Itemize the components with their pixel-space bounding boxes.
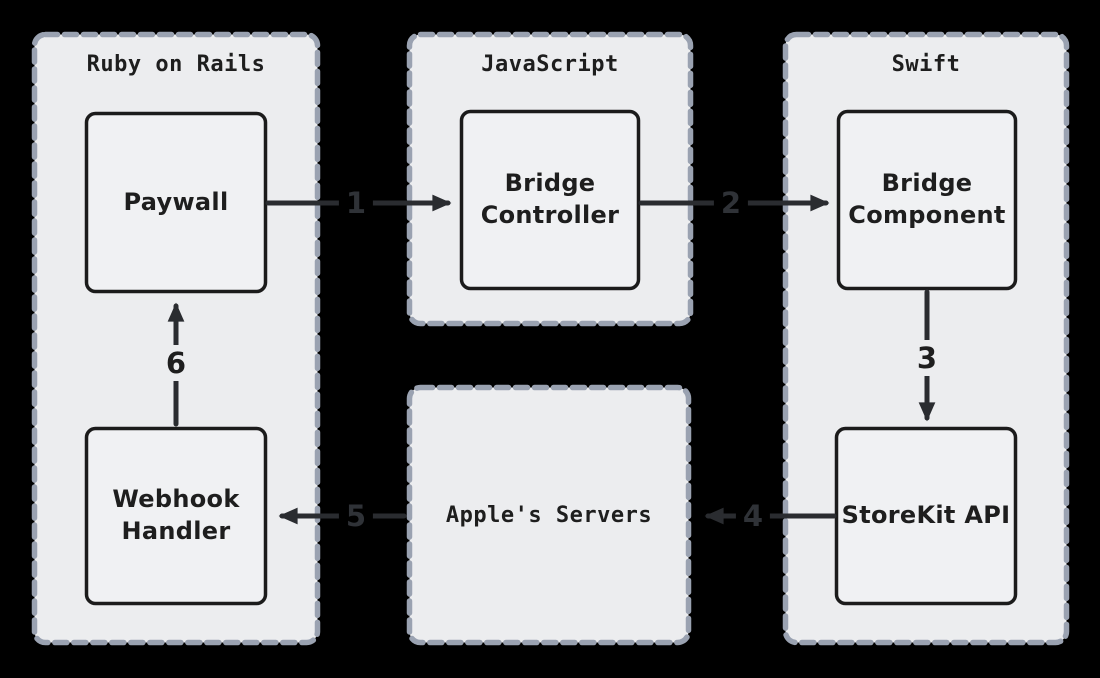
rails-container-title: Ruby on Rails bbox=[86, 52, 266, 77]
apple-servers-container bbox=[406, 384, 692, 646]
arrow-1-step-number: 1 bbox=[338, 185, 374, 221]
swift-container-title: Swift bbox=[891, 52, 961, 77]
bridge-controller-node-label: Bridge Controller bbox=[480, 169, 620, 229]
javascript-container-title: JavaScript bbox=[481, 52, 619, 77]
bridge-component-node-label: Bridge Component bbox=[848, 169, 1006, 229]
arrow-6-step-number: 6 bbox=[158, 345, 194, 381]
webhook-handler-node bbox=[84, 426, 268, 606]
arrow-2-step-number: 2 bbox=[713, 185, 749, 221]
storekit-api-node-label: StoreKit API bbox=[841, 501, 1011, 530]
arrow-5-step-number: 5 bbox=[338, 498, 374, 534]
webhook-handler-node-label: Webhook Handler bbox=[112, 485, 240, 545]
paywall-node bbox=[84, 111, 268, 294]
apple-servers-container-title: Apple's Servers bbox=[445, 503, 653, 528]
arrow-4-step-number: 4 bbox=[735, 498, 771, 534]
paywall-node-label: Paywall bbox=[123, 187, 229, 216]
bridge-component-node bbox=[836, 109, 1018, 291]
bridge-controller-node bbox=[459, 109, 641, 291]
arrow-3-step-number: 3 bbox=[909, 340, 945, 376]
